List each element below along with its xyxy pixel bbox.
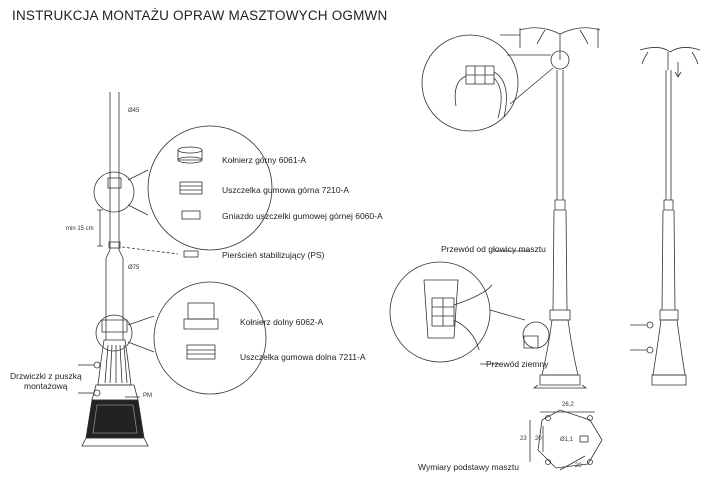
base-dim-height: 23 (520, 436, 527, 442)
seal-bottom-part (186, 344, 216, 360)
base-dim-width: 26,2 (562, 402, 574, 408)
dim-d45: Ø45 (128, 108, 140, 114)
right-pole (639, 47, 701, 386)
ring-part (183, 250, 199, 258)
part-label-seal-seat: Gniazdo uszczelki gumowej górnej 6060-A (222, 211, 383, 221)
top-detail-circle (147, 125, 273, 251)
door-label-line2: montażową (24, 381, 68, 391)
center-pole (500, 27, 601, 389)
door-label-line1: Drzwiczki z puszką (10, 371, 82, 381)
terminal-top (454, 65, 507, 119)
base-plan (529, 409, 603, 471)
base-caption: Wymiary podstawy masztu (418, 462, 520, 472)
seal-seat-part (181, 210, 201, 220)
terminal-bottom (423, 279, 493, 351)
wire-ground-label: Przewód ziemny (486, 359, 549, 369)
page-title: INSTRUKCJA MONTAŻU OPRAW MASZTOWYCH OGMW… (12, 8, 388, 23)
dim-pm: PM (143, 393, 152, 399)
dim-d75: Ø75 (128, 265, 140, 271)
base-hole-dim: Ø1,1 (560, 437, 574, 443)
left-pole (81, 92, 149, 447)
base-dim-side2: 20 (575, 463, 582, 469)
wire-top-label: Przewód od głowicy masztu (441, 244, 546, 254)
head-wiring-circle (421, 34, 519, 132)
bottom-detail-circle (153, 281, 267, 395)
base-dim-side1: 20 (535, 436, 542, 442)
flange-top-part (177, 146, 203, 164)
seal-top-part (179, 181, 203, 195)
part-label-seal-top: Uszczelka gumowa górna 7210-A (222, 185, 350, 195)
part-label-flange-top: Kołnierz górny 6061-A (222, 155, 307, 165)
part-label-flange-bottom: Kołnierz dolny 6062-A (240, 317, 324, 327)
part-label-ring: Pierścień stabilizujący (PS) (222, 250, 325, 260)
door-wiring-circle (389, 261, 491, 363)
dim-min15: min 15 cm (66, 226, 94, 232)
flange-bottom-part (183, 302, 219, 330)
part-label-seal-bottom: Uszczelka gumowa dolna 7211-A (240, 352, 366, 362)
